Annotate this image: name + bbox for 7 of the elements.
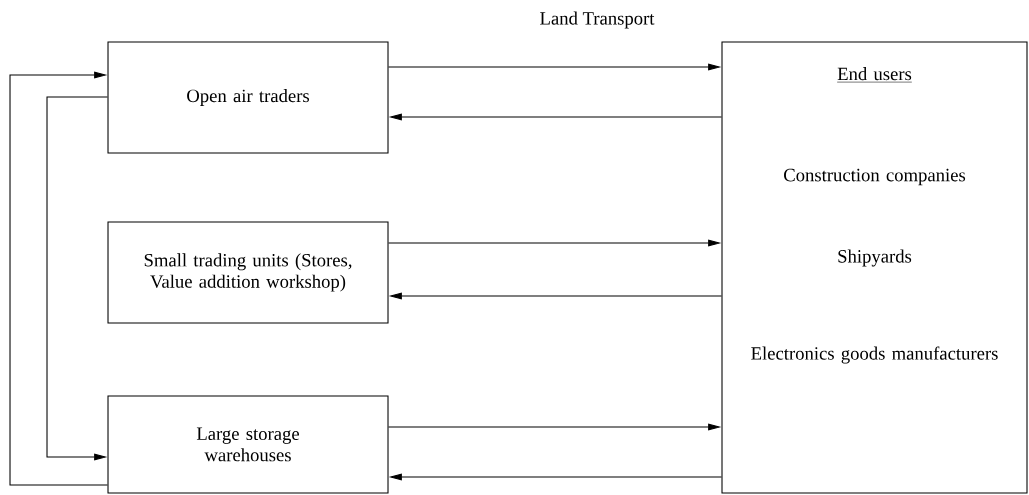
- box: Open air traders: [107, 41, 389, 154]
- box: Small trading units (Stores, Value addition workshop): [107, 221, 389, 324]
- arrow: [46, 96, 108, 461]
- arrow: [9, 71, 108, 486]
- box: Large storage warehouses: [107, 395, 389, 494]
- box: End users Construction companies Shipyards Electronics goods manufacturers: [721, 41, 1028, 494]
- label: Land Transport: [540, 11, 655, 29]
